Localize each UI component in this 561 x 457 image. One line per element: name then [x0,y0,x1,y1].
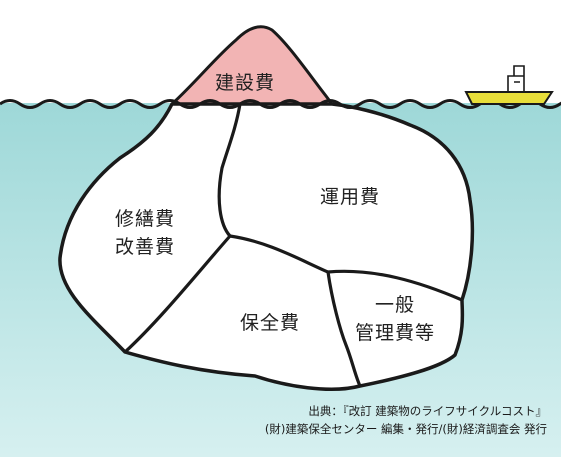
divider-lower [326,271,362,387]
label-maintenance-cost: 保全費 [239,312,300,334]
iceberg-tip [170,25,334,106]
divider-left [123,103,242,354]
label-general-admin-line1: 一般 [374,294,415,316]
source-citation-line1: 出典：『改訂 建築物のライフサイクルコスト』 [308,404,547,418]
label-general-admin-line2: 管理費等 [354,322,435,344]
label-operation-cost: 運用費 [319,186,380,208]
source-citation-line2: (財)建築保全センター 編集・発行/(財)経済調査会 発行 [264,422,547,436]
label-repair-cost-line2: 改善費 [114,236,175,258]
label-construction-cost: 建設費 [214,72,275,94]
label-repair-cost-line1: 修繕費 [114,208,175,230]
boat [464,65,554,105]
boat-hull [464,91,554,105]
boat-cabin [507,65,525,92]
